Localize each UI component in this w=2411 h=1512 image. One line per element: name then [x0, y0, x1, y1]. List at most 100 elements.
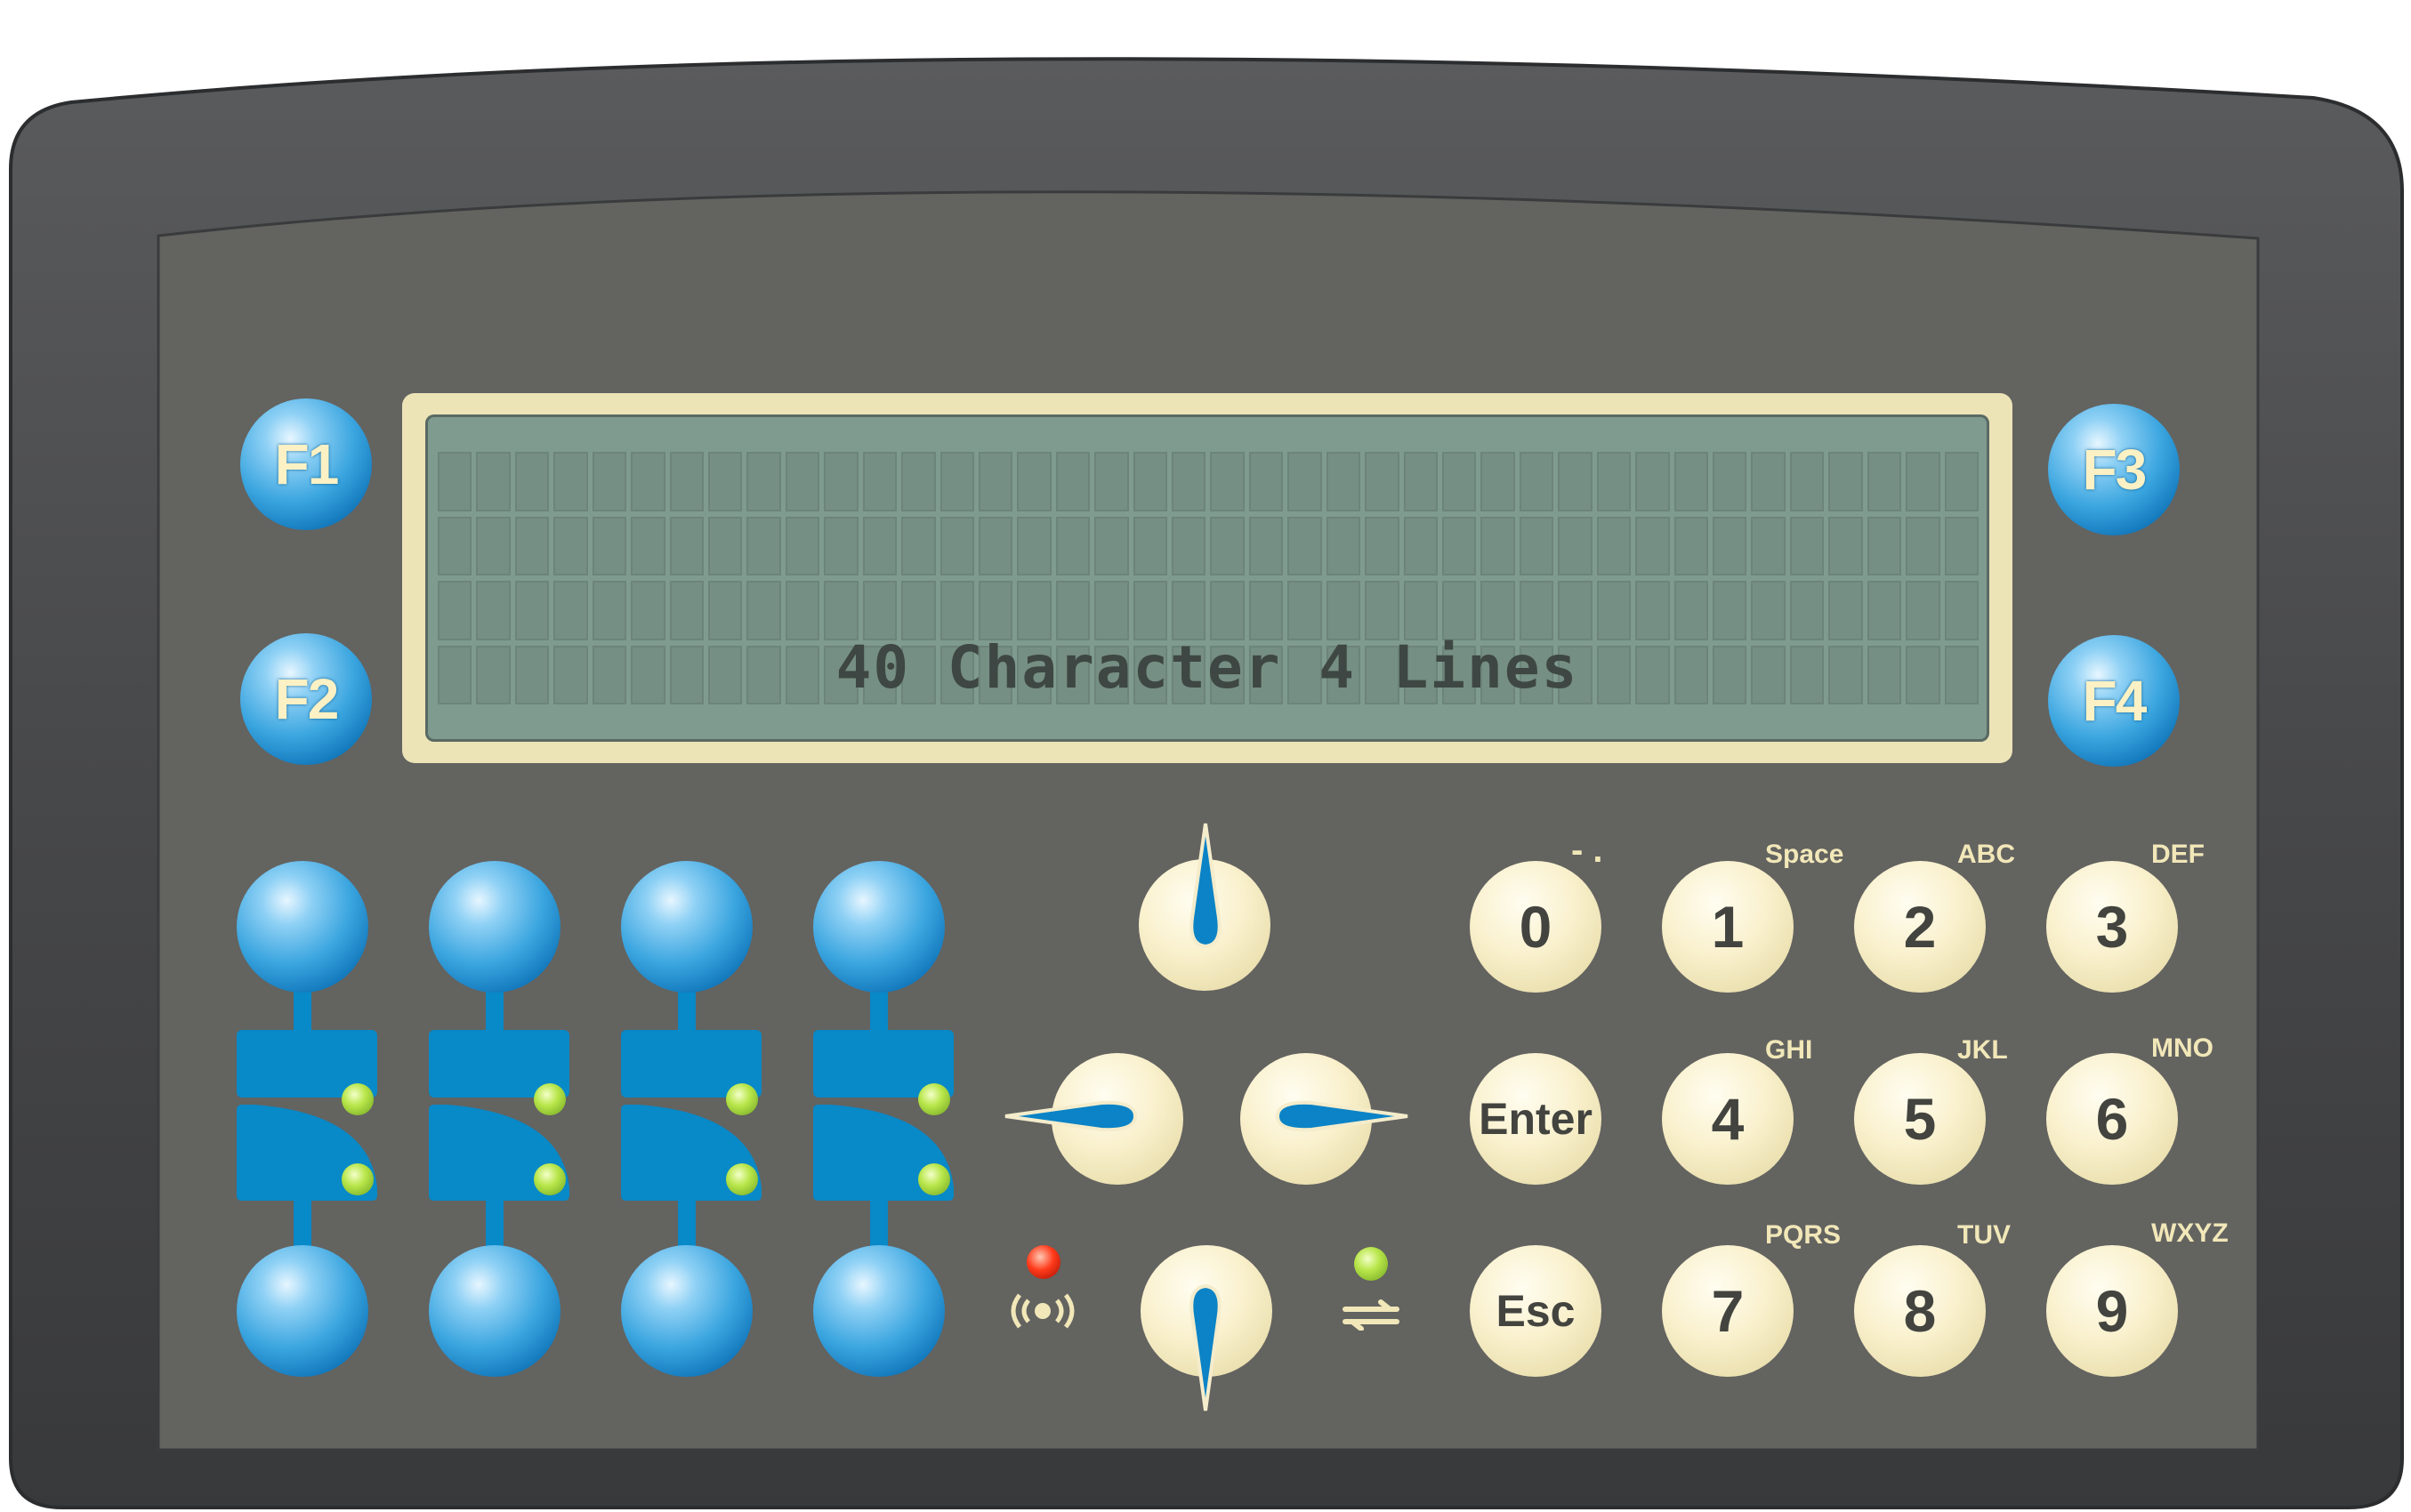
lcd-cell [1480, 452, 1515, 511]
selector-4-led-lower [918, 1163, 950, 1195]
lcd-cell [1172, 516, 1206, 575]
lcd-cell [978, 516, 1013, 575]
key-9-sublabel: WXYZ [2151, 1218, 2229, 1248]
lcd-cell [1210, 516, 1245, 575]
lcd-cell [1133, 645, 1168, 704]
selector-1-led-lower [342, 1163, 374, 1195]
lcd-cell [1248, 452, 1284, 511]
selector-3-led-upper [726, 1083, 758, 1115]
lcd-cell [1751, 452, 1786, 511]
lcd-cell [1017, 581, 1052, 640]
lcd-cell [1944, 452, 1979, 511]
f1-button[interactable]: F1 [240, 398, 372, 530]
wireless-signal-icon [1011, 1293, 1075, 1329]
lcd-cell [785, 645, 820, 704]
lcd-cell [1673, 516, 1709, 575]
lcd-cell [1596, 581, 1632, 640]
key-enter[interactable]: Enter [1470, 1053, 1601, 1185]
key-6-label: 6 [2095, 1086, 2129, 1152]
lcd-cell [1828, 516, 1863, 575]
lcd-cell [1403, 452, 1439, 511]
lcd-cell [476, 645, 511, 704]
lcd-cell [1094, 581, 1129, 640]
lcd-cell [1867, 452, 1902, 511]
lcd-cell [978, 452, 1013, 511]
status-led-green [1354, 1247, 1388, 1281]
key-9[interactable]: 9 [2046, 1245, 2178, 1377]
selector-4-top-button[interactable] [813, 861, 945, 993]
selector-3-bottom-button[interactable] [621, 1245, 753, 1377]
lcd-cell [901, 452, 936, 511]
lcd-cell [631, 516, 665, 575]
selector-1-bottom-button[interactable] [237, 1245, 368, 1377]
key-1[interactable]: 1 [1662, 861, 1794, 993]
key-7-sublabel: PQRS [1765, 1220, 1842, 1250]
selector-2-bottom-button[interactable] [429, 1245, 560, 1377]
lcd-cell [1210, 645, 1245, 704]
lcd-cell [1287, 452, 1322, 511]
lcd-cell [1635, 452, 1670, 511]
selector-3-top-button[interactable] [621, 861, 753, 993]
key-3[interactable]: 3 [2046, 861, 2178, 993]
lcd-cell [1094, 452, 1129, 511]
lcd-cell [862, 645, 898, 704]
key-6[interactable]: 6 [2046, 1053, 2178, 1185]
lcd-cell [1248, 516, 1284, 575]
key-3-label: 3 [2095, 894, 2129, 960]
key-7-label: 7 [1711, 1278, 1745, 1344]
lcd-cell [746, 516, 781, 575]
arrow-down-icon [1189, 1283, 1222, 1411]
lcd-cell [1558, 516, 1593, 575]
lcd-cell [1558, 581, 1593, 640]
lcd-cell [1055, 645, 1091, 704]
key-5[interactable]: 5 [1854, 1053, 1986, 1185]
key-0[interactable]: 0 [1470, 861, 1601, 993]
key-4-sublabel: GHI [1765, 1035, 1813, 1065]
lcd-cell [1906, 516, 1940, 575]
lcd-cell [553, 645, 588, 704]
lcd-cell [1519, 452, 1554, 511]
lcd-cell [862, 516, 898, 575]
arrow-left-icon [1004, 1100, 1138, 1132]
key-esc[interactable]: Esc [1470, 1245, 1601, 1377]
key-2[interactable]: 2 [1854, 861, 1986, 993]
selector-2-top-button[interactable] [429, 861, 560, 993]
lcd-cell [1365, 452, 1399, 511]
selector-3-led-lower [726, 1163, 758, 1195]
key-1-label: 1 [1711, 894, 1745, 960]
selector-4-bottom-button[interactable] [813, 1245, 945, 1377]
lcd-cell [1673, 645, 1709, 704]
lcd-cell [631, 452, 665, 511]
lcd-cell [1017, 516, 1052, 575]
lcd-cell [862, 581, 898, 640]
selector-1-top-button[interactable] [237, 861, 368, 993]
lcd-cell [1828, 645, 1863, 704]
key-4[interactable]: 4 [1662, 1053, 1794, 1185]
lcd-cell [978, 645, 1013, 704]
lcd-cell [592, 452, 627, 511]
lcd-cell [514, 645, 550, 704]
transfer-arrows-icon [1343, 1299, 1399, 1331]
lcd-cell [1326, 645, 1361, 704]
lcd-cell [1287, 581, 1322, 640]
lcd-cell [1248, 581, 1284, 640]
lcd-cell [1596, 516, 1632, 575]
lcd-cell [514, 452, 550, 511]
lcd-cell [1906, 452, 1940, 511]
lcd-cell [1172, 581, 1206, 640]
lcd-cell [1480, 645, 1515, 704]
lcd-cell [514, 581, 550, 640]
f4-button[interactable]: F4 [2048, 635, 2180, 767]
key-5-label: 5 [1903, 1086, 1937, 1152]
key-1-sublabel: Space [1765, 840, 1844, 869]
f2-button[interactable]: F2 [240, 633, 372, 765]
key-7[interactable]: 7 [1662, 1245, 1794, 1377]
arrow-up-icon [1189, 823, 1222, 949]
key-8[interactable]: 8 [1854, 1245, 1986, 1377]
lcd-cell [1210, 581, 1245, 640]
f3-button[interactable]: F3 [2048, 404, 2180, 535]
lcd-cell [553, 581, 588, 640]
lcd-cell [476, 581, 511, 640]
lcd-cell [1326, 581, 1361, 640]
lcd-cell [1403, 581, 1439, 640]
